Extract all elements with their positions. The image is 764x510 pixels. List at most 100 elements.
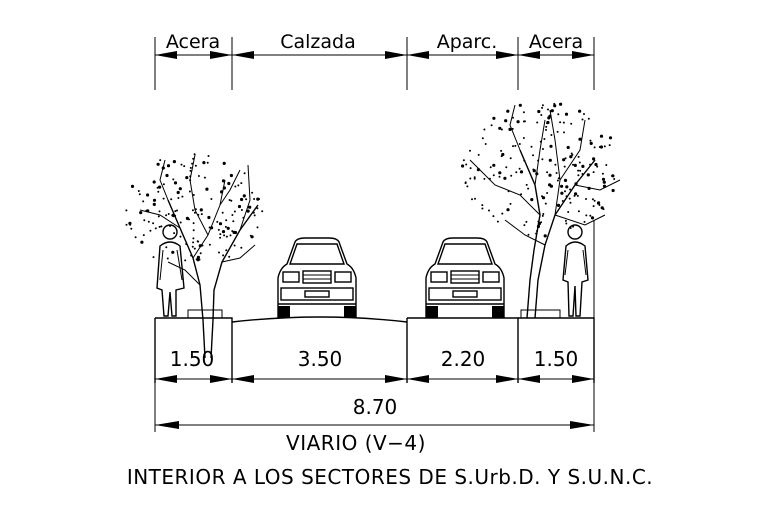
foliage-dot [585,214,588,217]
foliage-dot [562,121,565,124]
foliage-dot [125,223,128,226]
foliage-dot [537,109,541,114]
foliage-dot [509,157,512,160]
foliage-dot [492,163,496,167]
foliage-dot [498,126,502,130]
foliage-dot [170,198,173,201]
foliage-dot [473,177,476,180]
foliage-dot [540,114,543,116]
foliage-dot [498,175,501,178]
foliage-dot [221,211,224,214]
foliage-dot [216,220,219,223]
foliage-dot [191,245,194,248]
foliage-dot [137,190,140,192]
foliage-dot [173,181,178,185]
foliage-dot [165,214,168,217]
foliage-dot [189,169,192,172]
foliage-dot [229,234,232,237]
foliage-dot [536,224,541,228]
foliage-dot [198,258,201,261]
foliage-dot [500,128,503,131]
foliage-dot [145,209,148,212]
foliage-dot [522,111,525,114]
foliage-dot [498,171,502,175]
foliage-dot [210,198,213,200]
foliage-dot [592,157,596,161]
foliage-dot [550,134,553,136]
foliage-dot [605,164,608,166]
foliage-dot [581,118,584,121]
foliage-dot [147,220,150,223]
foliage-dot [139,211,143,215]
foliage-dot [501,212,504,215]
foliage-dot [492,116,496,120]
foliage-dot [227,181,231,186]
foliage-dot [181,195,184,198]
foliage-dot [594,162,598,167]
foliage-dot [590,141,593,144]
foliage-dot [194,164,197,167]
foliage-dot [248,205,252,209]
foliage-dot [231,214,234,216]
foliage-dot [469,167,472,170]
label-acera-left: Acera [166,31,220,53]
foliage-dot [536,121,539,124]
foliage-dot [613,178,616,180]
foliage-dot [578,109,582,113]
foliage-dot [564,190,566,193]
foliage-dot [476,168,480,172]
foliage-dot [536,230,538,232]
foliage-dot [603,145,606,148]
foliage-dot [219,233,222,236]
foliage-dot [576,194,579,197]
foliage-dot [545,128,547,131]
foliage-dot [185,216,189,220]
foliage-dot [233,244,236,247]
foliage-dot [559,102,563,106]
foliage-dot [540,221,543,224]
foliage-dot [542,213,545,215]
foliage-dot [219,236,222,239]
foliage-dot [601,177,606,181]
caption-title: VIARIO (V−4) [286,431,426,455]
foliage-dot [522,120,525,123]
foliage-dot [587,117,590,120]
foliage-dot [199,252,202,255]
foliage-dot [197,175,200,177]
foliage-dot [577,155,580,158]
foliage-dot [245,198,248,201]
foliage-dot [560,191,564,195]
foliage-dot [461,164,465,168]
foliage-dot [518,103,522,107]
foliage-dot [537,159,540,162]
foliage-dot [598,204,601,206]
foliage-dot [541,104,544,107]
foliage-dot [483,128,486,131]
foliage-dot [243,172,246,175]
foliage-dot [192,157,195,160]
label-acera-right: Acera [529,31,583,53]
foliage-dot [196,255,200,259]
foliage-dot [481,207,484,210]
foliage-dot [522,137,525,139]
foliage-dot [226,226,230,230]
foliage-dot [573,163,577,167]
foliage-dot [234,185,237,188]
foliage-dot [149,229,152,232]
foliage-dot [583,220,586,223]
foliage-dot [252,211,255,214]
foliage-dot [221,179,226,183]
foliage-dot [547,116,551,120]
foliage-dot [591,198,594,201]
foliage-dot [199,208,203,212]
foliage-dot [527,233,530,236]
foliage-dot [134,236,137,239]
foliage-dot [543,138,546,140]
foliage-dot [525,220,528,223]
foliage-dot [251,191,254,194]
foliage-dot [512,116,514,119]
foliage-dot [492,174,495,177]
foliage-dot [561,200,564,202]
foliage-dot [177,197,180,199]
foliage-dot [185,176,189,180]
